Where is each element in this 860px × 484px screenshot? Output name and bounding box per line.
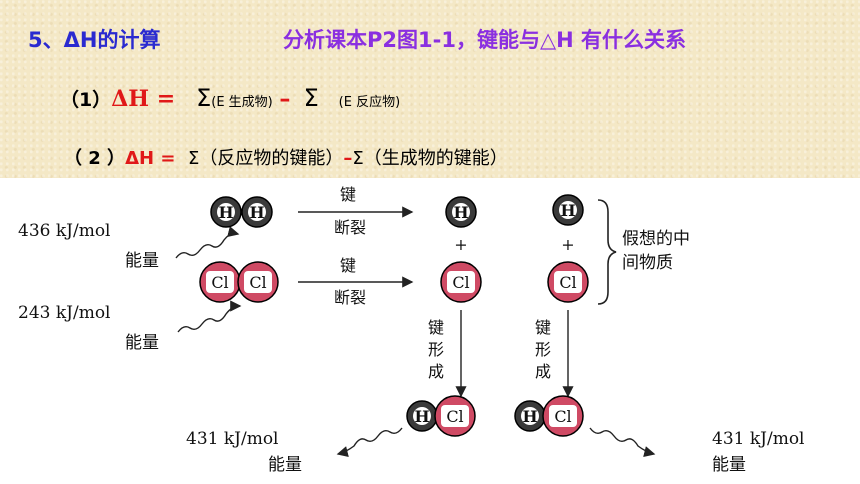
- cl2-atom-1-label: Cl: [211, 273, 228, 292]
- formula-1-sum-1: Σ: [196, 84, 212, 112]
- formula-2: （ 2 ）ΔH = Σ（反应物的键能）–Σ（生成物的键能）: [64, 144, 508, 170]
- formula-2-delta-h: ΔH: [125, 148, 155, 169]
- h2-molecule: H H: [210, 196, 273, 228]
- h2-atom-2-label: H: [249, 203, 264, 222]
- hcl-2-cl-label: Cl: [554, 407, 571, 426]
- formula-1: （1）ΔH = Σ(E 生成物) – Σ (E 反应物): [60, 84, 400, 112]
- formula-1-equals: =: [149, 86, 183, 112]
- plus-sign-2: +: [561, 235, 574, 254]
- formula-2-term-1: Σ（反应物的键能）: [187, 148, 344, 169]
- cl2-bond-energy: 243 kJ/mol: [18, 303, 111, 323]
- hcl-molecule-1: H Cl: [406, 395, 476, 437]
- header-panel: [0, 0, 860, 178]
- h2-energy-squiggle: [175, 226, 240, 259]
- plus-sign-1: +: [454, 235, 467, 254]
- intermediate-label-line-1: 假想的中: [622, 229, 690, 249]
- form-label-1-char-1: 键: [428, 318, 444, 337]
- hcl-1-h-label: H: [414, 407, 429, 426]
- form-label-1-char-3: 成: [428, 362, 444, 381]
- formula-1-sum-2: Σ: [303, 84, 319, 112]
- break-label-bottom-1: 断裂: [334, 218, 366, 237]
- hcl-1-cl-label: Cl: [446, 407, 463, 426]
- h-atom-1-label: H: [453, 203, 468, 222]
- form-label-2-char-2: 形: [535, 340, 551, 359]
- form-label-2-char-1: 键: [535, 318, 551, 337]
- cl2-energy-label: 能量: [125, 333, 159, 353]
- h-atom-intermediate-1: H: [445, 196, 477, 228]
- hcl-left-energy: 431 kJ/mol: [186, 429, 279, 449]
- intermediate-label-line-2: 间物质: [622, 253, 673, 273]
- cl-atom-2-label: Cl: [559, 273, 576, 292]
- h2-atom-1-label: H: [218, 203, 233, 222]
- break-label-top-1: 键: [340, 185, 356, 204]
- cl2-atom-2-label: Cl: [249, 273, 266, 292]
- form-label-2-char-3: 成: [535, 362, 551, 381]
- cl2-energy-squiggle: [177, 300, 242, 333]
- break-label-bottom-2: 断裂: [334, 288, 366, 307]
- hcl-right-energy-squiggle: [589, 427, 656, 458]
- question-title: 分析课本P2图1-1，键能与△H 有什么关系: [283, 28, 686, 52]
- formula-2-equals: =: [154, 148, 182, 169]
- cl-atom-intermediate-2: Cl: [547, 261, 589, 303]
- hcl-molecule-2: H Cl: [514, 395, 584, 437]
- hcl-left-energy-squiggle: [336, 427, 403, 458]
- hcl-left-energy-label: 能量: [268, 455, 302, 475]
- h-atom-intermediate-2: H: [552, 194, 584, 226]
- formula-2-minus: –: [343, 148, 353, 169]
- formula-1-minus: –: [279, 87, 291, 112]
- h2-bond-energy: 436 kJ/mol: [18, 221, 111, 241]
- hcl-right-energy-label: 能量: [712, 455, 746, 475]
- form-label-1-char-2: 形: [428, 340, 444, 359]
- formula-2-term-2: Σ（生成物的键能）: [352, 148, 508, 169]
- h-atom-2-label: H: [560, 201, 575, 220]
- hcl-right-energy: 431 kJ/mol: [712, 429, 805, 449]
- hcl-2-h-label: H: [522, 407, 537, 426]
- formula-1-term-2: (E 反应物): [338, 95, 401, 110]
- cl-atom-intermediate-1: Cl: [440, 261, 482, 303]
- formula-1-term-1: (E 生成物): [211, 95, 273, 110]
- h2-energy-label: 能量: [125, 251, 159, 271]
- formula-2-prefix: （ 2 ）: [64, 148, 126, 169]
- formula-1-prefix: （1）: [60, 89, 112, 111]
- section-title: 5、ΔH的计算: [28, 28, 161, 52]
- break-label-top-2: 键: [340, 256, 356, 275]
- intermediate-brace: [597, 199, 617, 305]
- bond-energy-diagram: 436 kJ/mol 能量 243 kJ/mol 能量 H H Cl Cl 键 …: [18, 185, 805, 475]
- formula-1-delta-h: ΔH: [111, 86, 150, 112]
- cl2-molecule: Cl Cl: [199, 261, 279, 303]
- cl-atom-1-label: Cl: [452, 273, 469, 292]
